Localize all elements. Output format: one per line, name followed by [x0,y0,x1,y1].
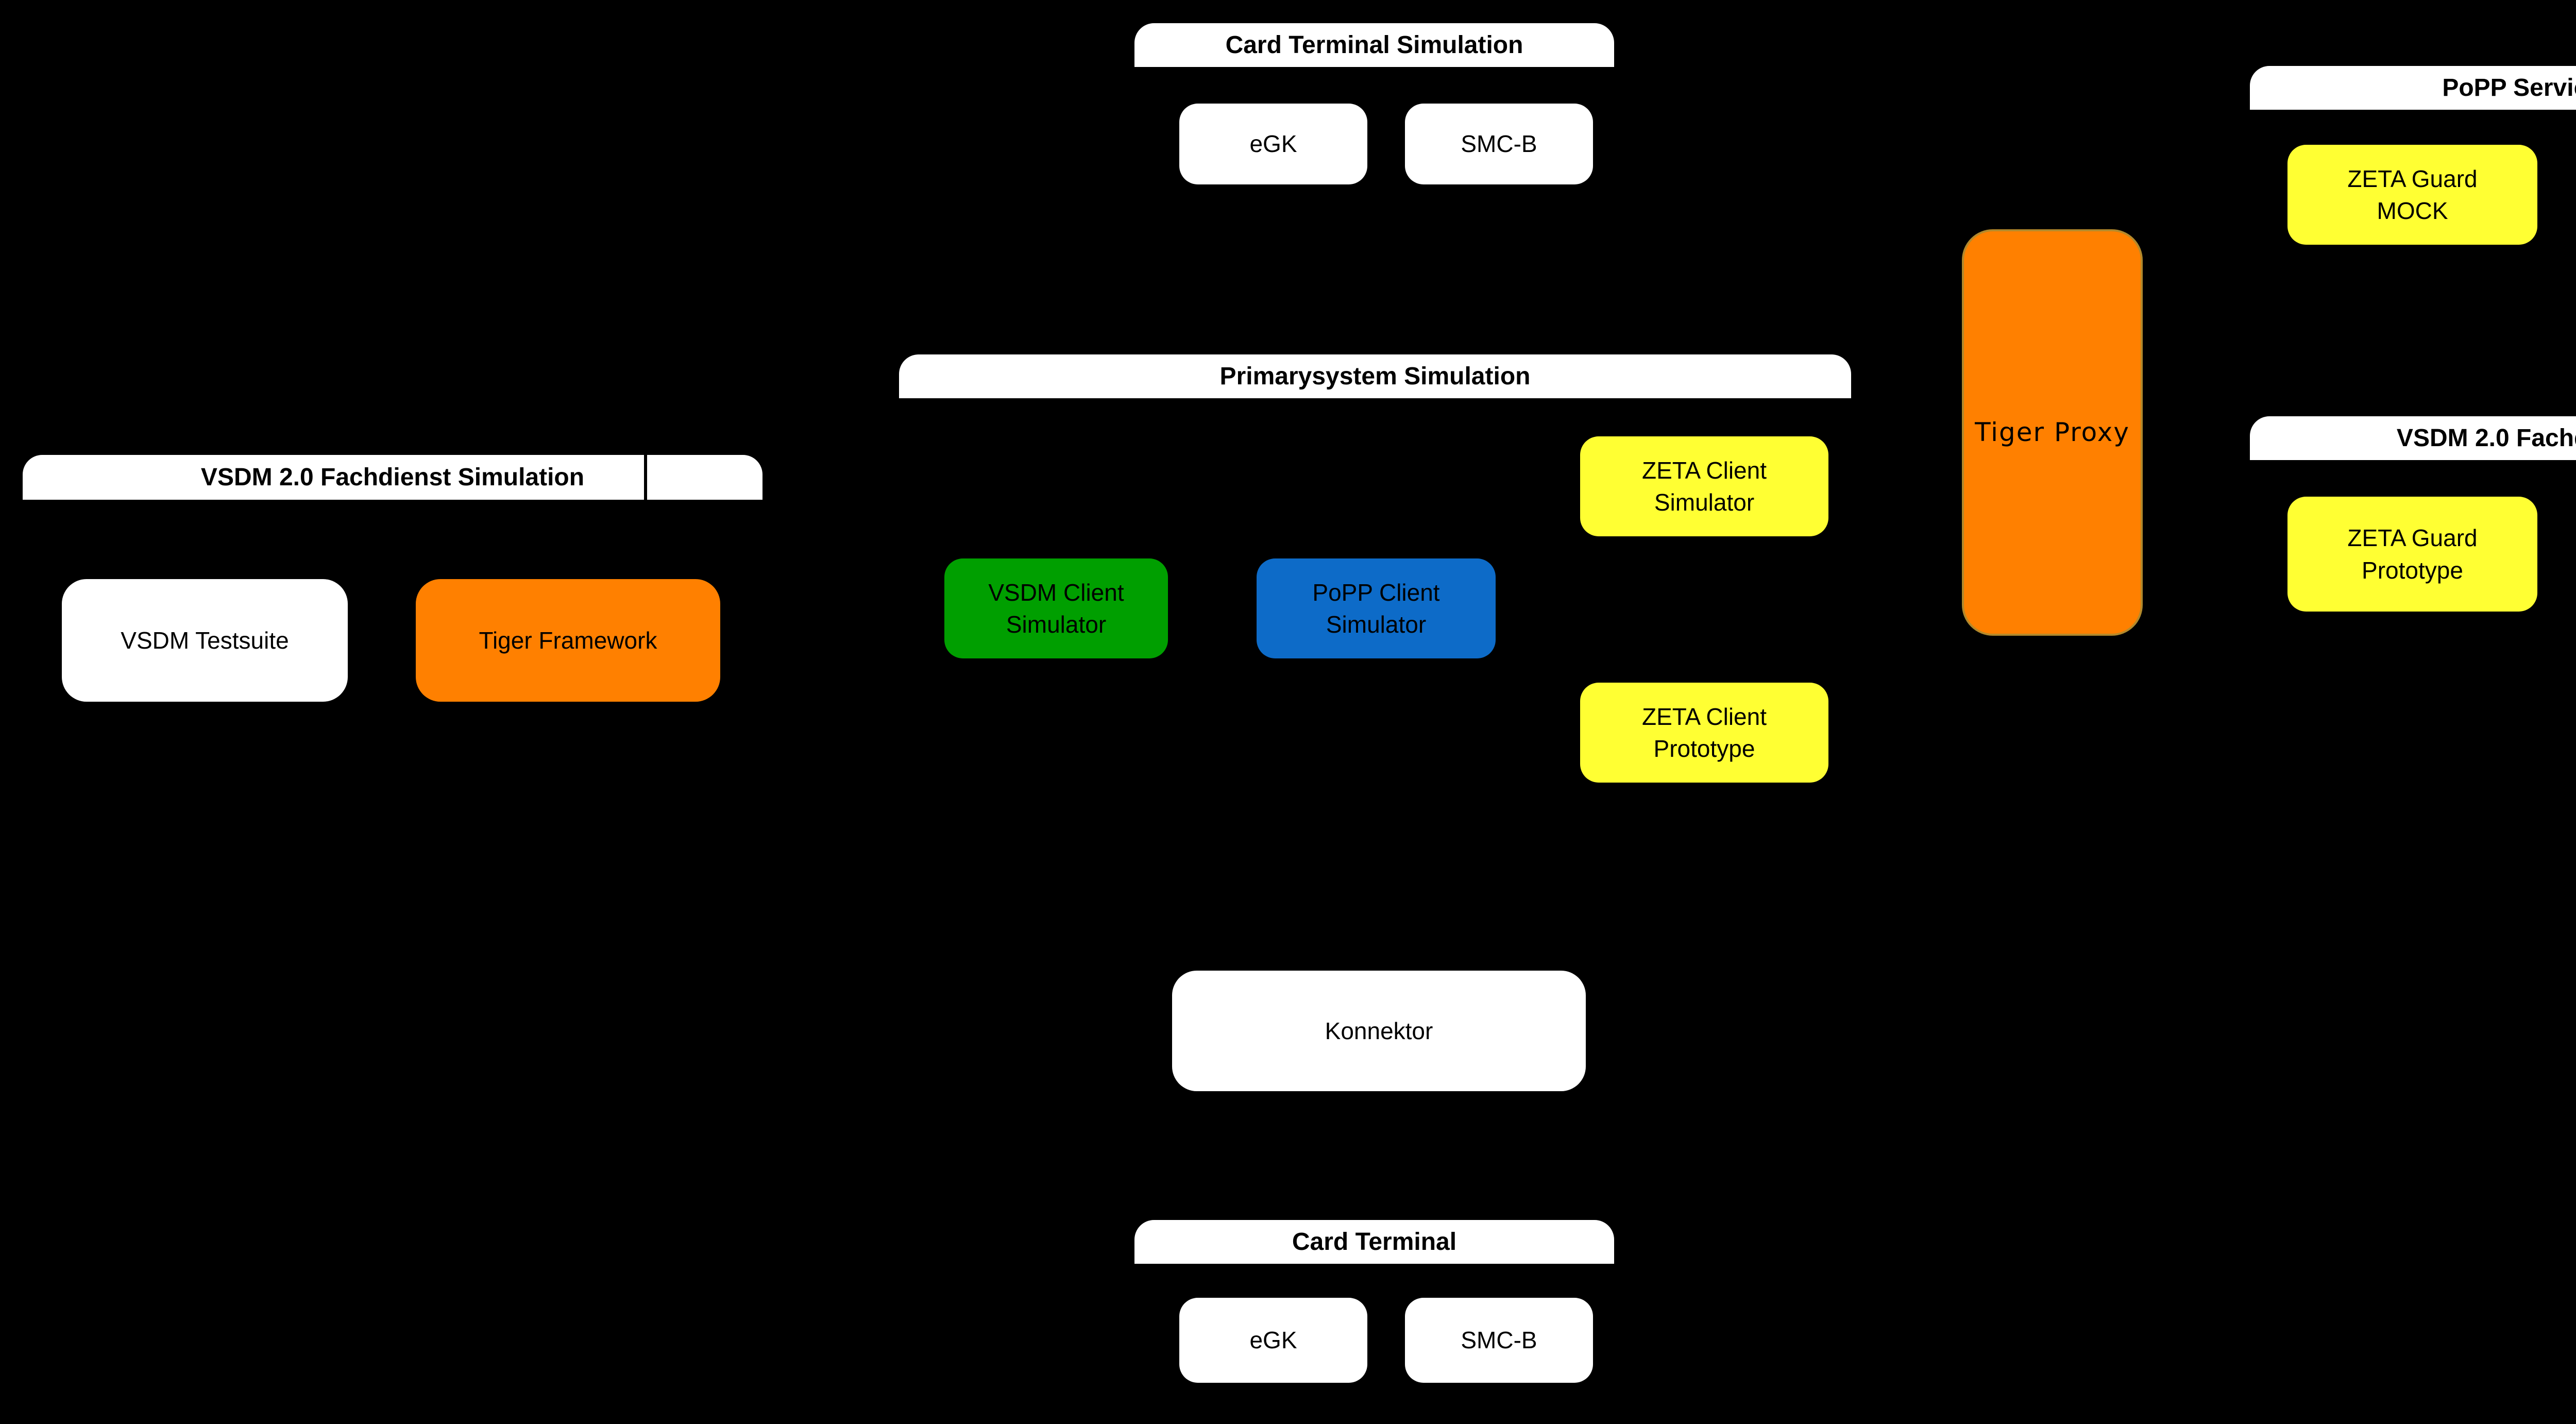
node-label-zeta-client-prototype: ZETA Client Prototype [1642,703,1767,762]
group-title-vsdm-20-fachdienst-simulation-right: VSDM 2.0 Fachdienst Simulation [2396,425,2576,452]
group-title-primarysystem-simulation: Primarysystem Simulation [1219,363,1531,390]
node-popp-client-simulator: PoPP Client Simulator [1257,558,1496,658]
node-smc-b-card-terminal-simulation: SMC-B [1405,104,1593,184]
node-label-zeta-guard-prototype: ZETA Guard Prototype [2347,524,2478,584]
group-titlebar-popp-service-simulation: PoPP Service Simulation [2250,66,2576,110]
group-titlebar-primarysystem-simulation: Primarysystem Simulation [899,354,1851,398]
group-title-popp-service-simulation: PoPP Service Simulation [2442,74,2576,101]
node-vsdm-testsuite: VSDM Testsuite [62,579,348,702]
node-label-vsdm-client-simulator: VSDM Client Simulator [988,579,1124,638]
node-egk-card-terminal: eGK [1179,1298,1367,1383]
node-tiger-framework: Tiger Framework [416,579,720,702]
node-label-konnektor: Konnektor [1325,1017,1433,1044]
group-title-card-terminal: Card Terminal [1292,1228,1457,1256]
node-label-egk-card-terminal-simulation: eGK [1249,130,1297,158]
node-zeta-client-simulator: ZETA Client Simulator [1580,436,1828,536]
node-label-tiger-framework: Tiger Framework [479,626,657,654]
node-label-zeta-guard-mock: ZETA Guard MOCK [2347,165,2478,224]
node-label-egk-card-terminal: eGK [1249,1327,1297,1354]
node-label-vsdm-testsuite: VSDM Testsuite [121,626,289,654]
node-label-smc-b-card-terminal-simulation: SMC-B [1461,130,1537,158]
node-label-tiger-proxy: Tiger Proxy [1975,417,2130,447]
node-label-smc-b-card-terminal: SMC-B [1461,1327,1537,1354]
group-titlebar-card-terminal-simulation: Card Terminal Simulation [1134,23,1614,67]
node-egk-card-terminal-simulation: eGK [1179,104,1367,184]
group-titlebar-vsdm-20-fachdienst-simulation-right: VSDM 2.0 Fachdienst Simulation [2250,416,2576,460]
node-smc-b-card-terminal: SMC-B [1405,1298,1593,1383]
node-zeta-client-prototype: ZETA Client Prototype [1580,683,1828,783]
group-title-card-terminal-simulation: Card Terminal Simulation [1225,31,1523,59]
node-label-popp-client-simulator: PoPP Client Simulator [1312,579,1440,638]
node-zeta-guard-mock: ZETA Guard MOCK [2287,145,2537,245]
node-tiger-proxy: Tiger Proxy [1962,229,2143,636]
group-titlebar-vsdm-20-fachdienst-simulation-left: VSDM 2.0 Fachdienst Simulation [23,455,762,500]
node-label-zeta-client-simulator: ZETA Client Simulator [1642,456,1767,516]
node-vsdm-client-simulator: VSDM Client Simulator [944,558,1168,658]
node-konnektor: Konnektor [1172,971,1586,1091]
group-titlebar-card-terminal: Card Terminal [1134,1220,1614,1264]
titlebar-divider [644,455,647,500]
group-title-vsdm-20-fachdienst-simulation-left: VSDM 2.0 Fachdienst Simulation [200,464,585,491]
node-zeta-guard-prototype: ZETA Guard Prototype [2287,497,2537,612]
